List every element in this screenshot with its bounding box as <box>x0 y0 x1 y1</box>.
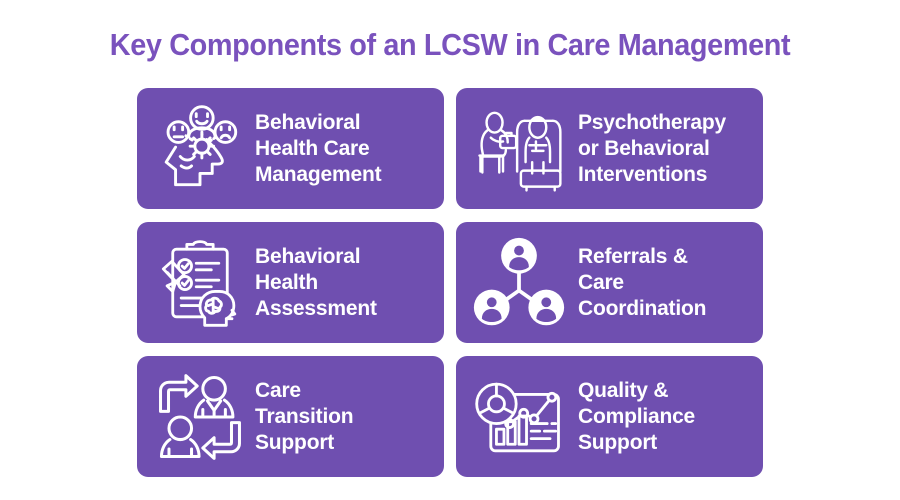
clipboard-brain-assessment-icon <box>151 234 249 332</box>
page-title: Key Components of an LCSW in Care Manage… <box>109 27 791 62</box>
handoff-arrows-people-icon <box>151 368 249 466</box>
card-behavioral-health-care-management[interactable]: Behavioral Health Care Management <box>137 88 444 209</box>
card-psychotherapy-behavioral-interventions[interactable]: Psychotherapy or Behavioral Intervention… <box>456 88 763 209</box>
analytics-dashboard-icon <box>470 368 568 466</box>
people-network-icon <box>470 234 568 332</box>
card-label: Referrals & Care Coordination <box>578 244 707 320</box>
card-behavioral-health-assessment[interactable]: Behavioral Health Assessment <box>137 222 444 343</box>
therapy-session-icon <box>470 100 568 198</box>
card-label: Behavioral Health Assessment <box>255 244 377 320</box>
card-referrals-care-coordination[interactable]: Referrals & Care Coordination <box>456 222 763 343</box>
card-label: Care Transition Support <box>255 378 354 454</box>
card-label: Quality & Compliance Support <box>578 378 696 454</box>
card-label: Behavioral Health Care Management <box>255 110 382 186</box>
head-gear-emotions-icon <box>151 100 249 198</box>
card-label: Psychotherapy or Behavioral Intervention… <box>578 110 726 186</box>
card-care-transition-support[interactable]: Care Transition Support <box>137 356 444 477</box>
card-quality-compliance-support[interactable]: Quality & Compliance Support <box>456 356 763 477</box>
components-grid: Behavioral Health Care Management <box>137 88 763 478</box>
